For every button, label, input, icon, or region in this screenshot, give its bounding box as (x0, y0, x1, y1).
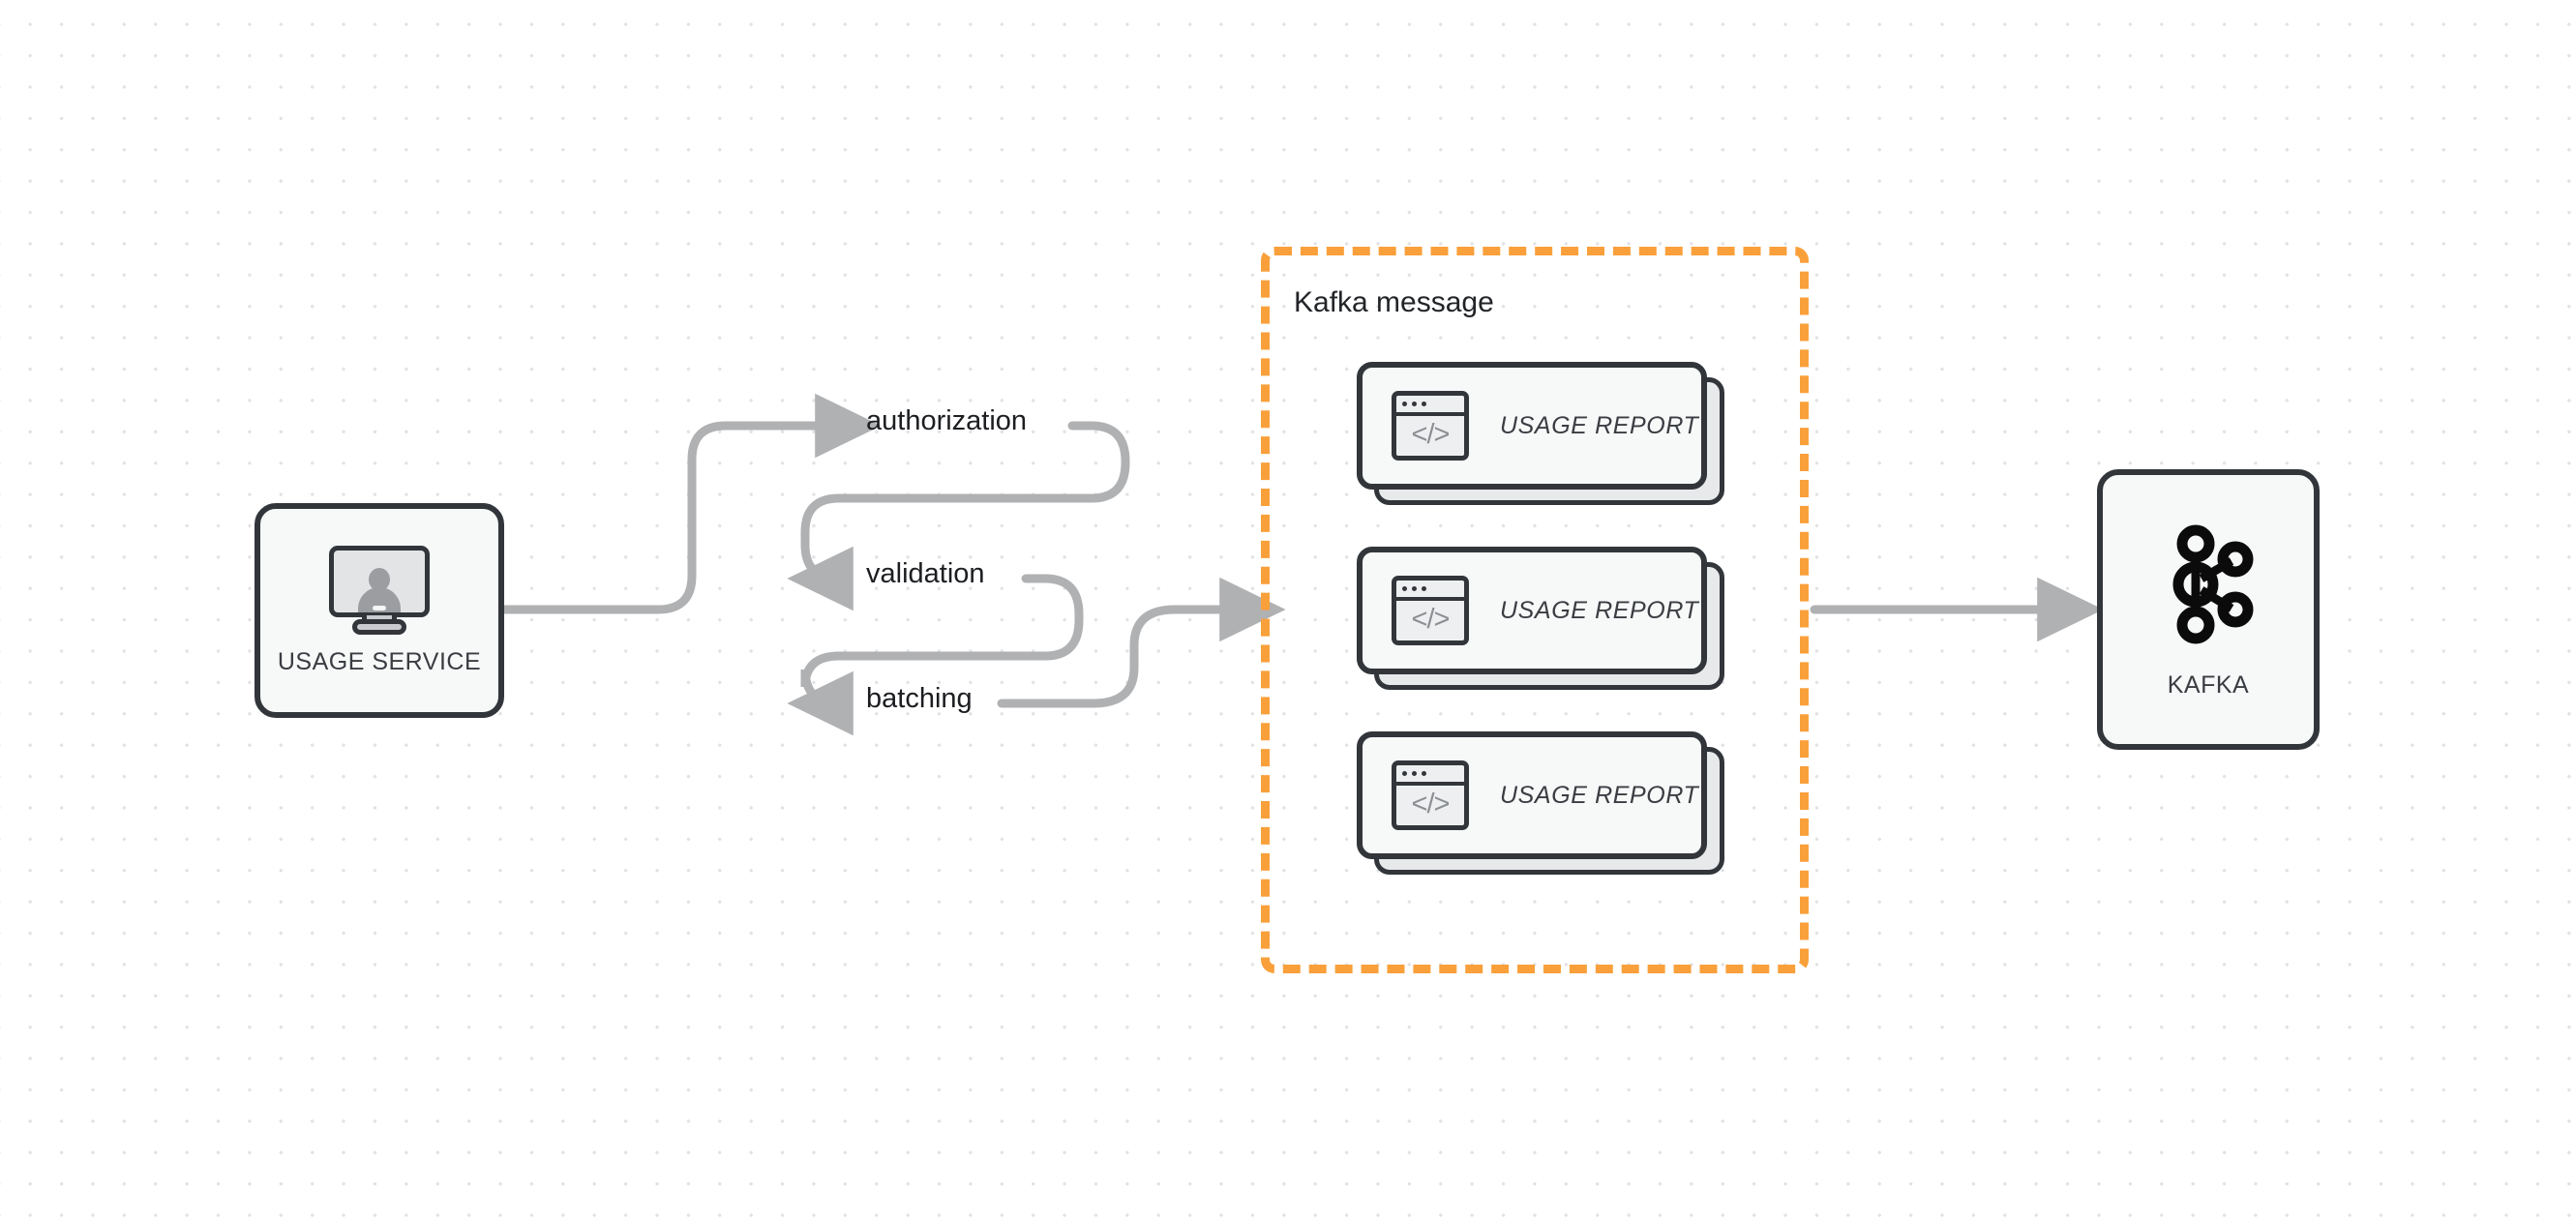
connector-usage-service-to-authorization (499, 393, 882, 614)
group-kafka-message[interactable] (1261, 247, 1809, 973)
card-usage-report-label: USAGE REPORT (1500, 596, 1699, 624)
flow-step-validation[interactable]: validation (866, 558, 985, 589)
kafka-logo-icon (2172, 524, 2254, 643)
card-usage-report[interactable]: </> USAGE REPORT (1357, 547, 1724, 690)
code-glyph: </> (1411, 419, 1451, 450)
node-usage-service-label: USAGE SERVICE (277, 647, 482, 675)
code-window-icon: </> (1392, 576, 1469, 645)
card-usage-report-label: USAGE REPORT (1500, 781, 1699, 809)
node-kafka-label: KAFKA (2167, 670, 2250, 699)
code-glyph: </> (1411, 789, 1451, 819)
code-glyph: </> (1411, 604, 1451, 635)
node-usage-service[interactable]: USAGE SERVICE (255, 503, 504, 718)
code-window-icon: </> (1392, 391, 1469, 461)
code-window-icon: </> (1392, 760, 1469, 830)
node-kafka[interactable]: KAFKA (2097, 469, 2320, 750)
flow-step-authorization[interactable]: authorization (866, 405, 1028, 436)
flow-step-batching[interactable]: batching (866, 683, 973, 714)
connector-batching-to-kafka-message (997, 577, 1286, 708)
monitor-user-icon (329, 545, 430, 635)
card-usage-report[interactable]: </> USAGE REPORT (1357, 362, 1724, 505)
group-kafka-message-title: Kafka message (1294, 286, 1494, 318)
card-usage-report[interactable]: </> USAGE REPORT (1357, 731, 1724, 875)
card-usage-report-label: USAGE REPORT (1500, 411, 1699, 439)
connector-authorization-to-validation (787, 421, 1130, 611)
